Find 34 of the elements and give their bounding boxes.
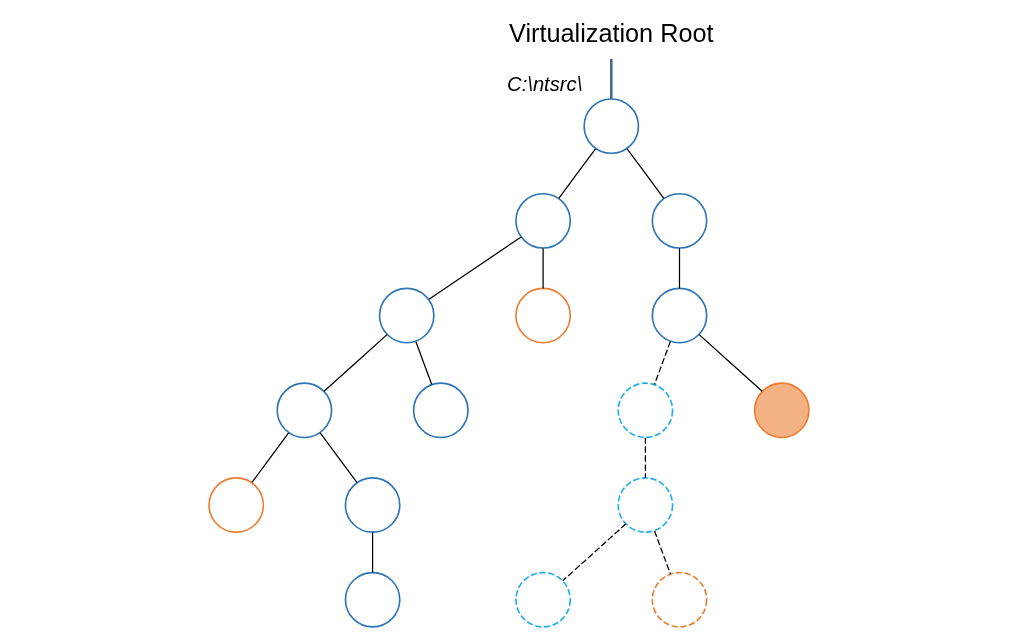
node-circle [753,382,810,439]
node-circle [651,571,707,628]
node-circle [582,98,639,155]
connector [319,432,357,484]
node-circle [344,571,401,628]
node-circle [412,382,469,439]
connector [678,247,680,290]
node-circle [514,192,571,249]
node-circle [378,287,435,344]
connector [414,340,432,386]
connector [698,334,763,392]
connector [561,523,626,582]
connector [609,58,613,99]
connector [322,334,388,392]
connector [250,432,289,484]
node-label: C:\ntsrc\ [506,73,582,96]
node-text: Virtualization Root [508,19,714,48]
node-circle [616,477,673,533]
connector [427,236,522,300]
node-circle [651,192,707,249]
node-circle [207,477,264,533]
node-circle [344,477,401,533]
connector [653,530,671,575]
connector [626,148,664,199]
connector [557,148,596,199]
connector [644,437,646,479]
node-circle [514,287,571,344]
connector [371,531,373,574]
connector [653,340,671,386]
node-circle [514,571,571,628]
node-circle [275,382,332,439]
node-circle [616,382,673,439]
node-circle [651,287,707,344]
connector [541,247,544,290]
